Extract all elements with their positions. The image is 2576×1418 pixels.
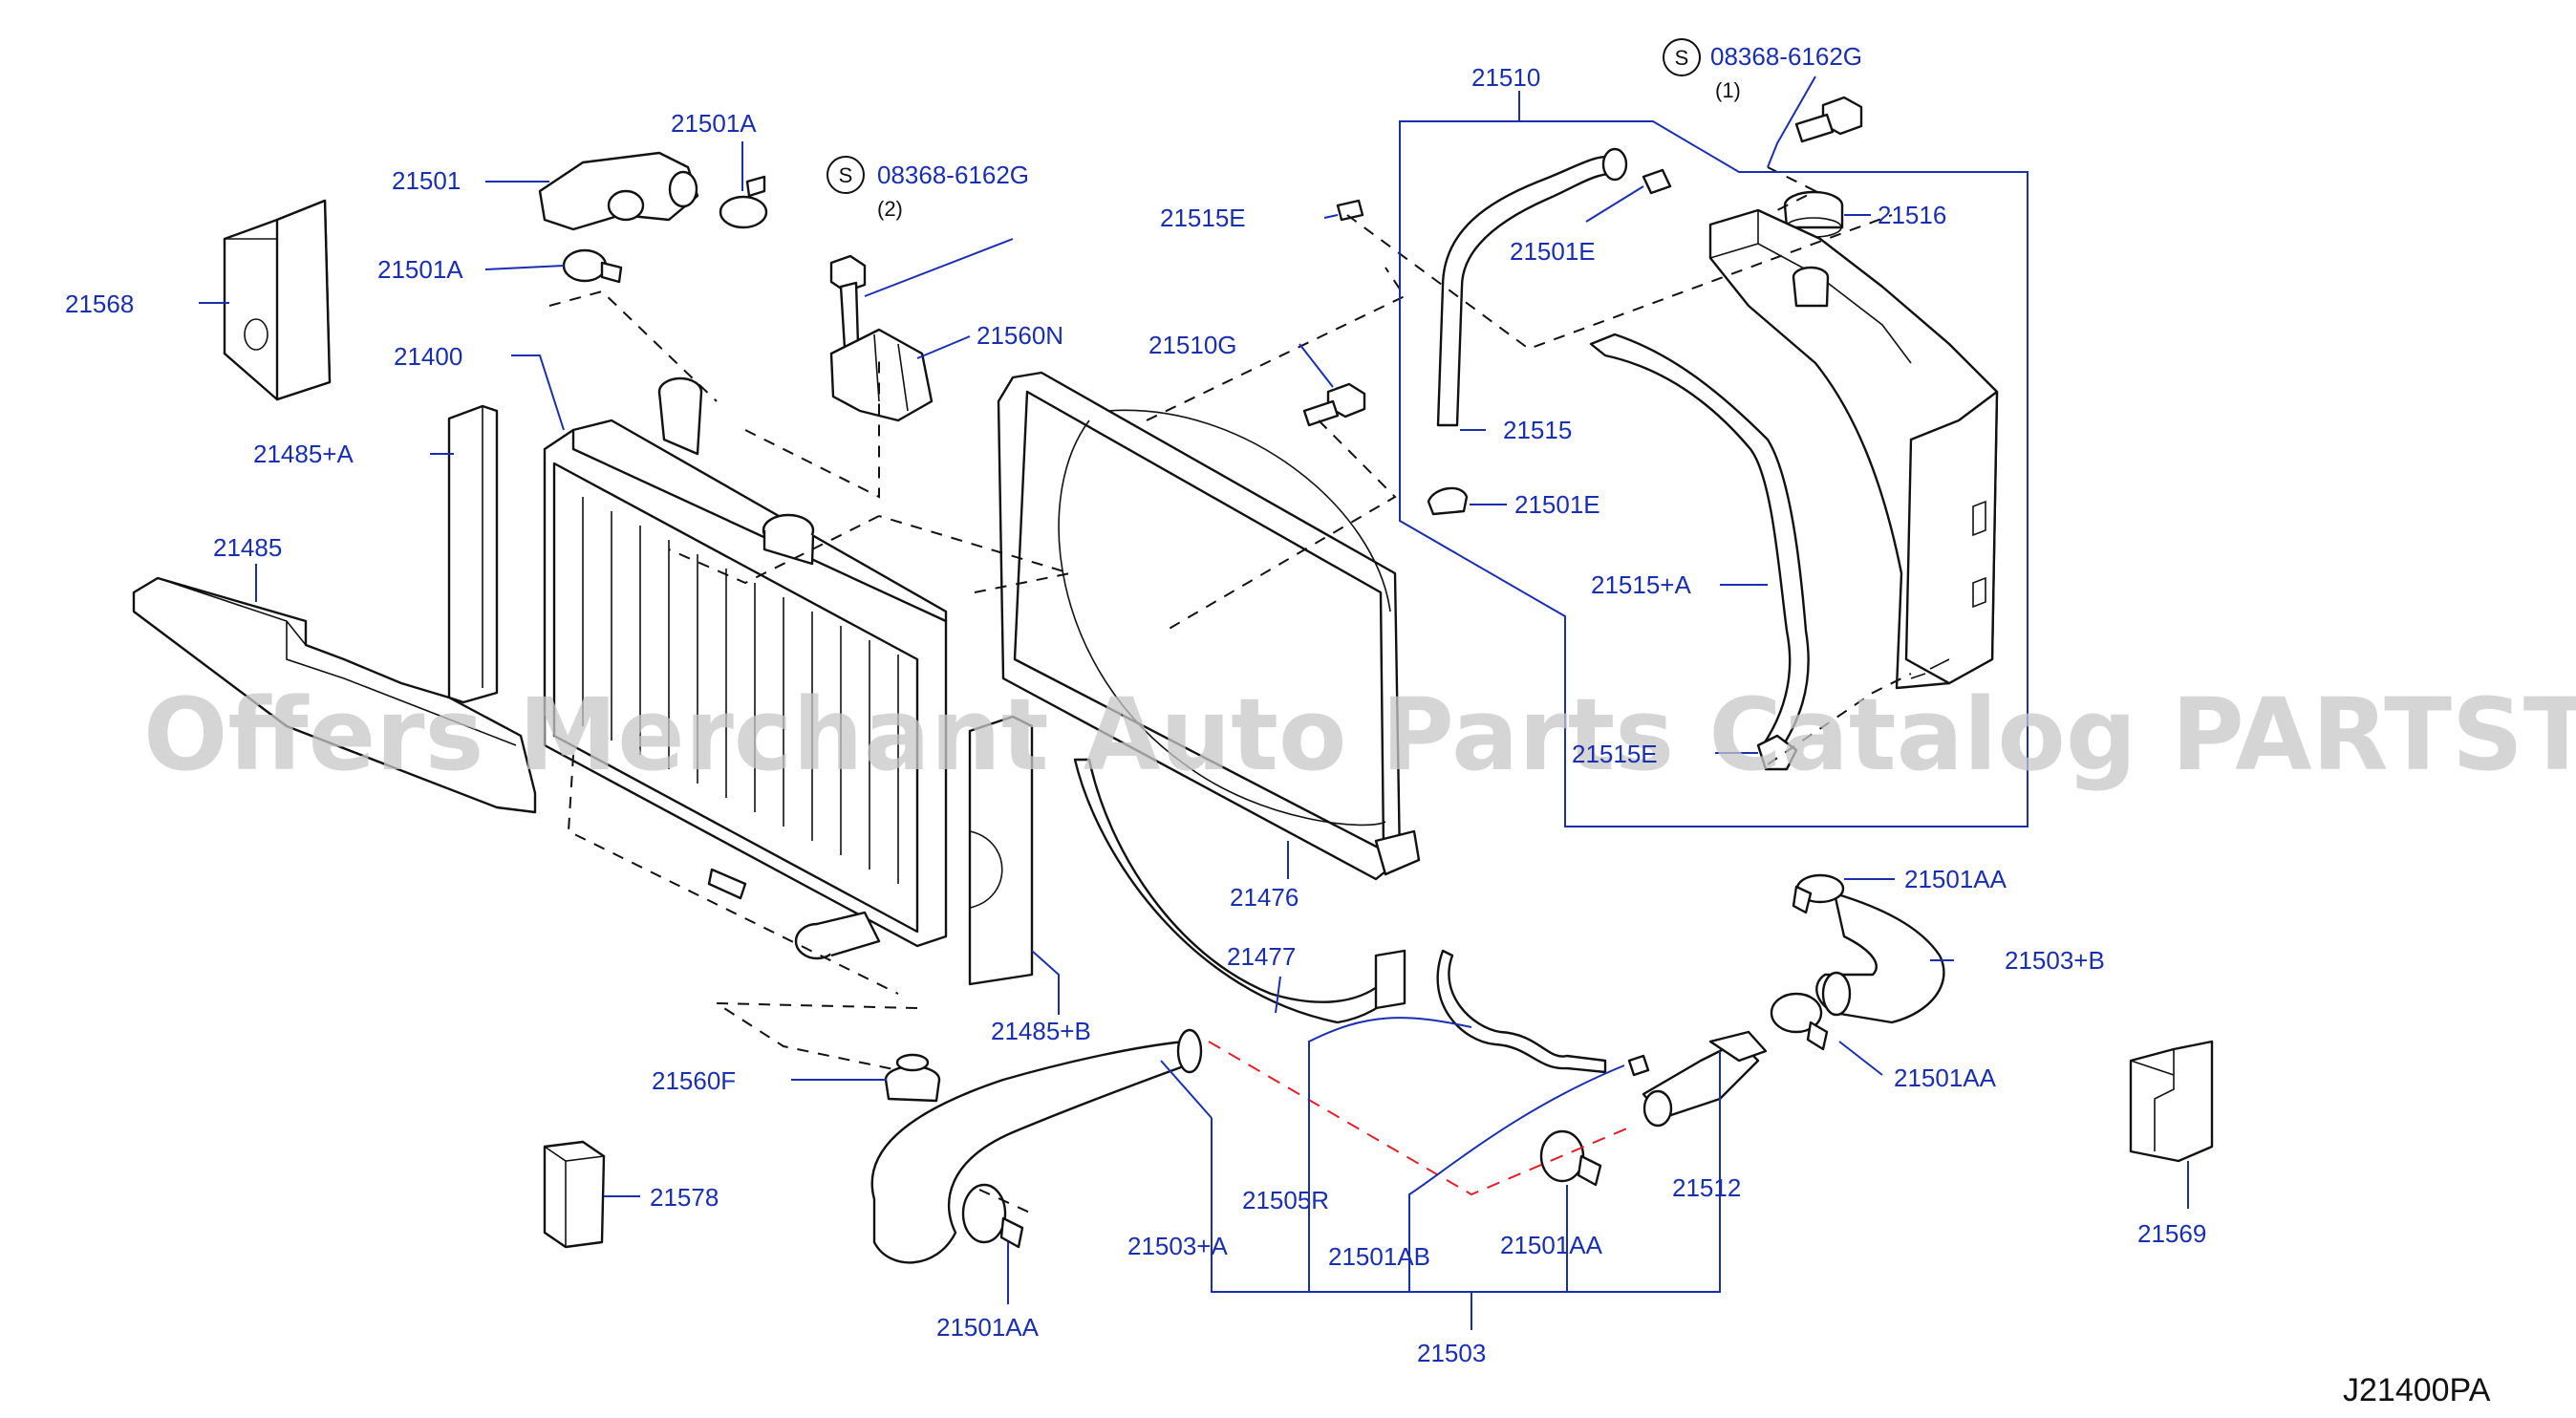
part-21501e-clamp-a[interactable] xyxy=(1642,168,1672,195)
label-21510g[interactable]: 21510G xyxy=(1148,331,1237,359)
part-21510-reservoir[interactable] xyxy=(1708,208,1999,690)
label-21476[interactable]: 21476 xyxy=(1230,883,1299,912)
part-21503a-lower-hose[interactable] xyxy=(870,1028,1203,1264)
part-21477-shroud-lower[interactable] xyxy=(1073,758,1406,1024)
red-dashed-connection xyxy=(1208,1041,1630,1196)
s-marker-1: S xyxy=(1663,38,1701,76)
part-21501aa-clamp-4[interactable] xyxy=(961,1183,1024,1249)
label-21485b[interactable]: 21485+B xyxy=(991,1017,1091,1045)
part-21515e-clip-a[interactable] xyxy=(1336,199,1364,222)
watermark: Offers Merchant Auto Parts Catalog PARTS… xyxy=(143,677,2576,793)
label-21501a-top[interactable]: 21501A xyxy=(671,109,757,138)
part-21578-block[interactable] xyxy=(543,1140,606,1249)
svg-text:S: S xyxy=(839,163,853,187)
label-21477[interactable]: 21477 xyxy=(1227,942,1296,971)
label-21578[interactable]: 21578 xyxy=(650,1183,719,1212)
part-21485a-seal[interactable] xyxy=(447,404,499,704)
label-21569[interactable]: 21569 xyxy=(2137,1219,2206,1248)
label-21516[interactable]: 21516 xyxy=(1878,201,1946,229)
callout-leaders xyxy=(199,75,2189,1330)
diagram-code: J21400PA xyxy=(2343,1372,2491,1408)
part-21515e-clip-b[interactable] xyxy=(1756,734,1798,771)
label-21560f[interactable]: 21560F xyxy=(652,1066,736,1095)
part-21505r-pipe[interactable] xyxy=(1436,949,1607,1074)
label-qty-1: (1) xyxy=(1715,78,1741,102)
s-marker-2: S xyxy=(826,156,865,194)
part-21501aa-clamp-1[interactable] xyxy=(1792,873,1845,914)
label-21501a[interactable]: 21501A xyxy=(377,255,463,284)
label-21560n[interactable]: 21560N xyxy=(977,321,1063,350)
part-21501ab-clamp[interactable] xyxy=(1627,1054,1650,1077)
assembly-dashed-lines xyxy=(548,166,1912,1214)
label-21512[interactable]: 21512 xyxy=(1672,1173,1741,1202)
part-21515-hose[interactable] xyxy=(1436,147,1628,427)
label-21568[interactable]: 21568 xyxy=(65,290,134,318)
part-21400-radiator[interactable] xyxy=(543,376,948,960)
part-21501aa-clamp-2[interactable] xyxy=(1770,992,1829,1051)
label-21501ab[interactable]: 21501AB xyxy=(1328,1242,1430,1271)
label-21501aa-4[interactable]: 21501AA xyxy=(936,1313,1040,1342)
label-08368-6162g-2[interactable]: 08368-6162G xyxy=(877,161,1029,189)
part-21501aa-clamp-3[interactable] xyxy=(1539,1129,1602,1187)
label-21501aa-2[interactable]: 21501AA xyxy=(1894,1064,1997,1092)
part-labels: 21510 08368-6162G (1) 21501A 21501 08368… xyxy=(65,42,2206,1367)
part-21560n-bracket[interactable] xyxy=(829,328,934,422)
part-21569-bracket[interactable] xyxy=(2129,1040,2214,1163)
label-21503[interactable]: 21503 xyxy=(1417,1339,1486,1367)
part-21503b-hose[interactable] xyxy=(1815,892,1945,1024)
part-21501a-clamp[interactable] xyxy=(562,248,623,284)
part-08368-bolt-2[interactable] xyxy=(829,254,867,350)
part-21510g-bolt[interactable] xyxy=(1302,382,1366,427)
part-21485-seal[interactable] xyxy=(132,576,537,814)
part-21501e-clamp-b[interactable] xyxy=(1427,486,1469,516)
label-21515[interactable]: 21515 xyxy=(1503,416,1572,444)
label-21505r[interactable]: 21505R xyxy=(1242,1186,1329,1214)
part-21560f-mount[interactable] xyxy=(884,1053,941,1103)
label-21485a[interactable]: 21485+A xyxy=(253,440,354,468)
svg-text:S: S xyxy=(1675,46,1689,70)
label-21503a[interactable]: 21503+A xyxy=(1127,1232,1228,1260)
label-qty-2: (2) xyxy=(877,197,903,221)
label-21515a[interactable]: 21515+A xyxy=(1591,570,1691,599)
label-21501[interactable]: 21501 xyxy=(392,166,461,195)
part-08368-bolt-1[interactable] xyxy=(1794,96,1863,143)
label-08368-6162g-1[interactable]: 08368-6162G xyxy=(1710,42,1862,71)
part-21501-upper-hose[interactable] xyxy=(538,151,699,231)
label-21501aa-1[interactable]: 21501AA xyxy=(1904,865,2007,893)
part-21501a-clamp-top[interactable] xyxy=(719,175,768,229)
label-21515e-b[interactable]: 21515E xyxy=(1572,740,1658,768)
part-21476-shroud[interactable] xyxy=(997,371,1421,881)
label-21501e-b[interactable]: 21501E xyxy=(1514,490,1600,519)
label-21400[interactable]: 21400 xyxy=(394,342,462,371)
part-21568-bracket[interactable] xyxy=(223,199,332,401)
label-21503b[interactable]: 21503+B xyxy=(2005,946,2105,975)
label-21501aa-3[interactable]: 21501AA xyxy=(1500,1231,1603,1259)
label-21515e-a[interactable]: 21515E xyxy=(1160,204,1246,232)
label-21501e-a[interactable]: 21501E xyxy=(1510,237,1596,266)
part-21512-outlet[interactable] xyxy=(1642,1030,1768,1128)
label-21510[interactable]: 21510 xyxy=(1471,63,1540,92)
label-21485[interactable]: 21485 xyxy=(213,533,282,562)
part-21485b-seal[interactable] xyxy=(968,715,1034,986)
